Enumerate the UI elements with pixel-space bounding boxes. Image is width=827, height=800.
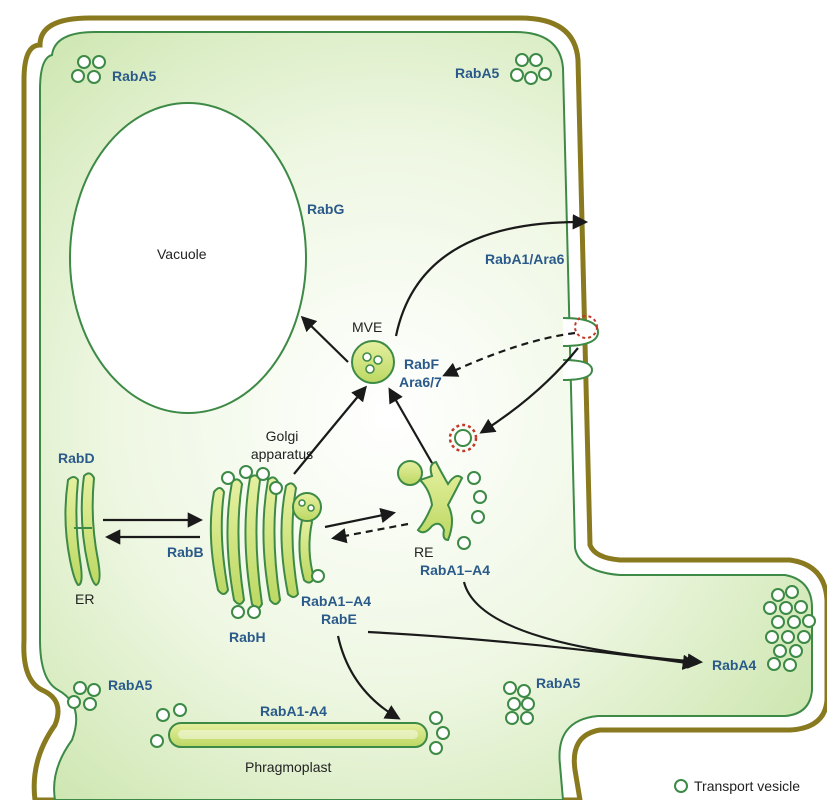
golgi-raba1-a4-label: RabA1–A4 [301,593,371,609]
ara67-label: Ara6/7 [399,374,442,390]
raba5-top-right-label: RabA5 [455,65,500,81]
mve [352,341,394,383]
rabb-label: RabB [167,544,204,560]
raba1-ara6-label: RabA1/Ara6 [485,251,565,267]
rabg-label: RabG [307,201,344,217]
raba4-label: RabA4 [712,657,757,673]
raba5-top-left-label: RabA5 [112,68,157,84]
legend: Transport vesicle [675,778,800,794]
vacuole-label: Vacuole [157,246,207,262]
er-label: ER [75,591,94,607]
membrane-pit-lower [563,360,592,380]
rabf-label: RabF [404,356,439,372]
golgi-label: Golgi [266,428,299,444]
phragmo-raba1-a4-label: RabA1-A4 [260,703,327,719]
clathrin-pit-upper [563,316,598,346]
re-label: RE [414,544,433,560]
rabh-label: RabH [229,629,266,645]
raba5-bottom-left-label: RabA5 [108,677,153,693]
legend-vesicle-icon [675,780,687,792]
rabd-label: RabD [58,450,95,466]
rabe-label: RabE [321,611,357,627]
golgi-label-2: apparatus [251,446,313,462]
re-raba1-a4-label: RabA1–A4 [420,562,490,578]
legend-label: Transport vesicle [694,778,800,794]
phragmoplast-label: Phragmoplast [245,759,331,775]
mve-label: MVE [352,319,382,335]
raba5-bottom-right-label: RabA5 [536,675,581,691]
